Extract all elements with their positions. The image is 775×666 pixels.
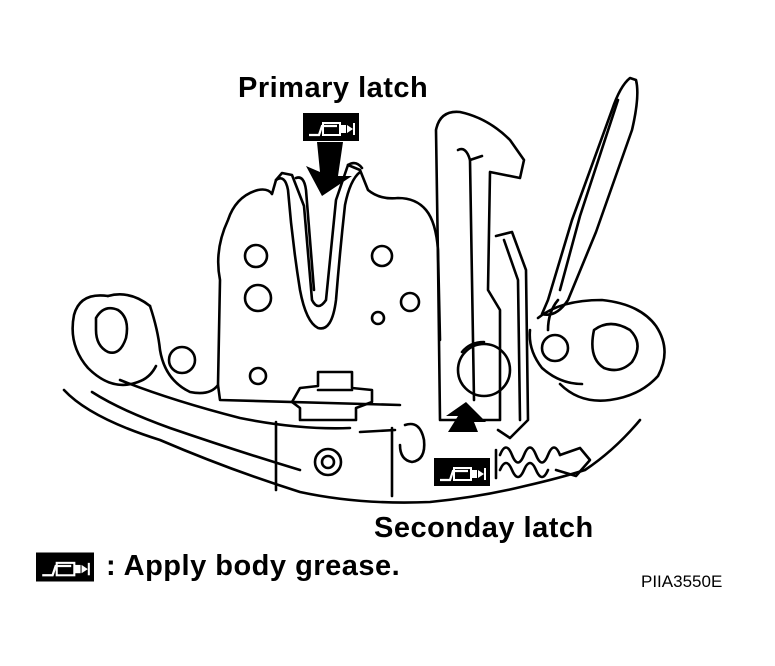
right-lug [536,298,666,402]
arrow-icon-primary [306,142,352,196]
secondary-latch-label: Seconday latch [374,512,594,544]
arrow-icon-secondary [446,402,486,432]
primary-latch-label: Primary latch [238,72,429,104]
figure-code: PIIA3550E [641,572,723,591]
left-lug [71,294,158,387]
release-lever [540,76,639,316]
base-plate-edge [90,390,302,472]
legend-text: : Apply body grease. [106,550,401,582]
tab [290,370,374,422]
grease-gun-icon-primary [303,113,359,141]
grease-gun-icon-secondary [434,458,490,486]
secondary-lever [434,110,526,422]
housing [148,163,442,395]
spring [498,446,562,464]
grease-gun-icon-legend [36,552,94,582]
